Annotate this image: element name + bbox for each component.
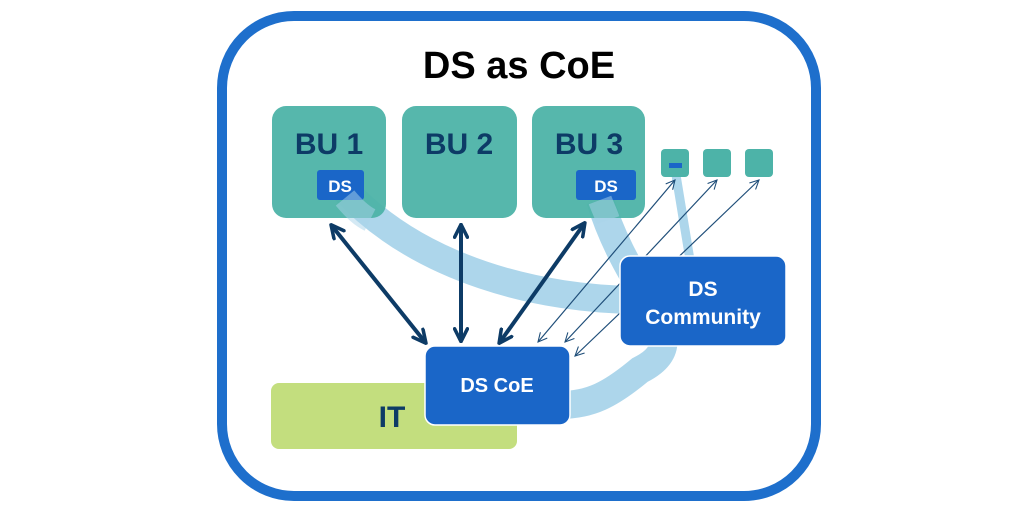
small-unit-ds-chip — [669, 163, 682, 168]
band-bu3-overlay — [588, 195, 620, 224]
bu-1-label: BU 1 — [295, 128, 363, 161]
diagram-title: DS as CoE — [423, 45, 615, 87]
ds-community-line1: DS — [688, 278, 717, 301]
bu-2-label: BU 2 — [425, 128, 493, 161]
ds-coe-label: DS CoE — [460, 375, 533, 397]
bu-1-box: BU 1 DS — [272, 106, 386, 218]
bu-2-box: BU 2 — [402, 106, 517, 218]
arrow-bu1-coe — [332, 226, 425, 342]
it-label: IT — [379, 401, 406, 434]
band-bu1-overlay — [335, 190, 376, 231]
bu-1-ds-label: DS — [328, 177, 352, 196]
small-units — [661, 149, 773, 177]
ds-community-line2: Community — [645, 306, 761, 329]
ds-coe-box — [424, 345, 571, 426]
small-unit-box — [745, 149, 773, 177]
bu-3-label: BU 3 — [555, 128, 623, 161]
small-unit-box — [703, 149, 731, 177]
ds-community-box — [619, 255, 787, 347]
bu-3-ds-label: DS — [594, 177, 618, 196]
bu-3-box: BU 3 DS — [532, 106, 645, 218]
